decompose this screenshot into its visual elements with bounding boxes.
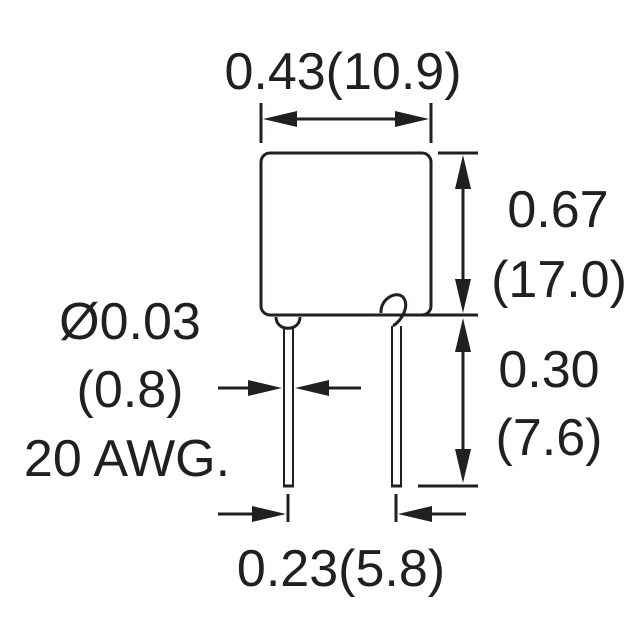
spacing-arrow-left <box>398 506 432 522</box>
lead-length-inch-label: 0.30 <box>498 341 599 399</box>
lead-diameter-mm-label: (0.8) <box>77 361 184 419</box>
spacing-arrow-right <box>252 506 286 522</box>
body-height-mm-label: (17.0) <box>491 251 627 309</box>
lead-arrow-top <box>455 318 471 352</box>
diameter-arrow-left <box>295 380 329 396</box>
lead-length-dimension <box>418 318 478 488</box>
body-width-label: 0.43(10.9) <box>224 43 461 101</box>
height-arrow-bottom <box>455 279 471 313</box>
width-arrow-left <box>263 111 297 127</box>
left-lead <box>283 328 294 488</box>
height-arrow-top <box>455 155 471 189</box>
right-lead <box>391 326 402 488</box>
body-height-inch-label: 0.67 <box>507 181 608 239</box>
width-arrow-right <box>395 111 429 127</box>
body-height-dimension <box>418 151 478 317</box>
lead-diameter-dimension <box>218 380 361 396</box>
lead-diameter-inch-label: Ø0.03 <box>59 293 201 351</box>
lead-spacing-dimension <box>218 494 466 522</box>
lead-spacing-label: 0.23(5.8) <box>237 540 445 598</box>
right-lead-bump <box>379 293 408 328</box>
component-body <box>259 151 433 317</box>
lead-arrow-bottom <box>455 449 471 483</box>
diameter-arrow-right <box>248 380 282 396</box>
wire-gauge-label: 20 AWG. <box>24 430 230 488</box>
left-lead-bump <box>274 316 302 330</box>
width-dimension <box>259 103 433 143</box>
lead-length-mm-label: (7.6) <box>496 409 603 467</box>
